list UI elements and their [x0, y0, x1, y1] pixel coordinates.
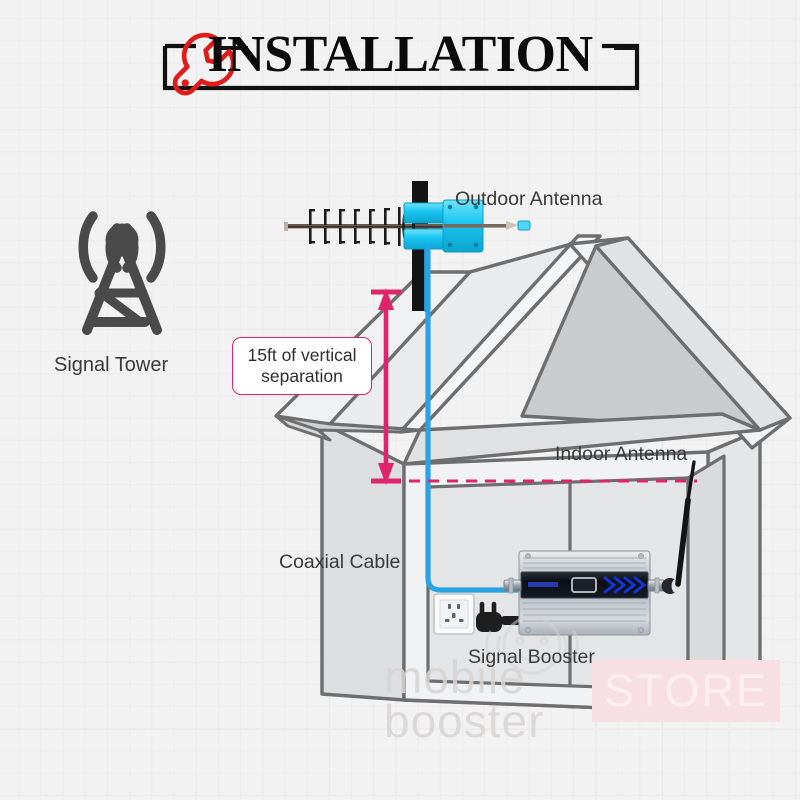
label-coaxial-cable: Coaxial Cable [279, 551, 401, 573]
wrench-icon [172, 32, 236, 96]
signal-booster-device [503, 550, 666, 636]
label-indoor-antenna: Indoor Antenna [555, 443, 688, 465]
wall-outlet [433, 593, 475, 635]
label-signal-booster: Signal Booster [468, 646, 595, 668]
label-signal-tower: Signal Tower [54, 354, 169, 376]
booster-input-connector [503, 577, 522, 594]
page-title: INSTALLATION [207, 26, 593, 83]
coaxial-cable-line [425, 245, 523, 593]
outdoor-yagi-antenna [284, 199, 531, 253]
header-bracket [162, 43, 640, 91]
house-structure [274, 234, 792, 714]
signal-tower-beacon [105, 223, 139, 257]
separation-callout: 15ft of vertical separation [232, 337, 372, 395]
separation-callout-line2: separation [261, 366, 343, 386]
label-outdoor-antenna: Outdoor Antenna [455, 188, 603, 210]
separation-callout-line1: 15ft of vertical [247, 345, 357, 365]
indoor-whip-antenna [661, 460, 696, 594]
vertical-separation-arrow [371, 288, 401, 485]
